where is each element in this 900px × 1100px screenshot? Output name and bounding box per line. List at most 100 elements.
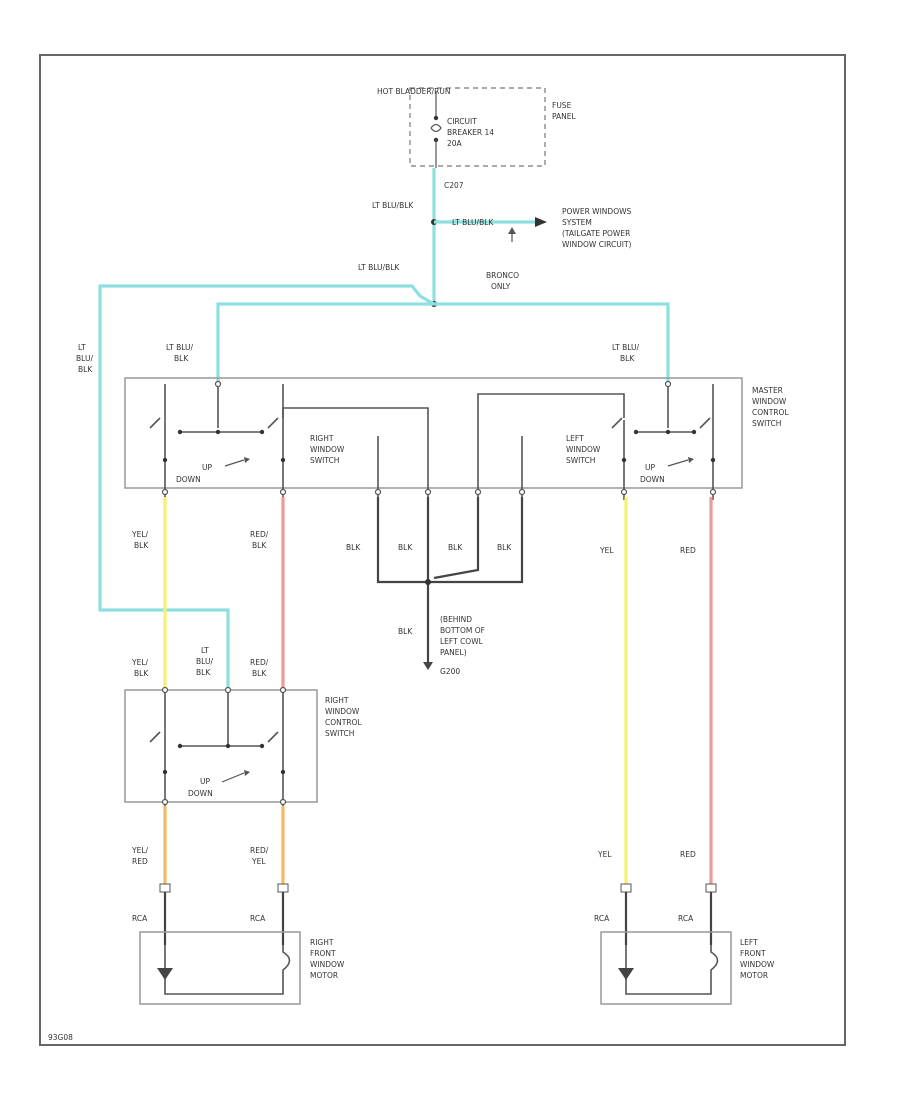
master-title-4: SWITCH bbox=[752, 419, 781, 428]
fuse-panel-label-2: PANEL bbox=[552, 112, 577, 121]
rs-red-blk-2: BLK bbox=[252, 669, 267, 678]
lm-title-4: MOTOR bbox=[740, 971, 768, 980]
master-title-3: CONTROL bbox=[752, 408, 789, 417]
left-window-switch-1: LEFT bbox=[566, 434, 584, 443]
feed-wire-label-top: LT BLU/BLK bbox=[372, 201, 414, 210]
master-left-down: DOWN bbox=[176, 475, 201, 484]
rs-lt-2: BLU/ bbox=[196, 657, 213, 666]
arrow-up-icon bbox=[508, 227, 516, 234]
bronco-only-2: ONLY bbox=[491, 282, 511, 291]
bronco-only-1: BRONCO bbox=[486, 271, 519, 280]
arrow-right-icon bbox=[535, 217, 547, 227]
rs-red-blk-1: RED/ bbox=[250, 658, 269, 667]
lm-title-2: FRONT bbox=[740, 949, 766, 958]
connector-right-motor: RCA RCA bbox=[132, 883, 289, 945]
master-title-1: MASTER bbox=[752, 386, 783, 395]
rca-label-1: RCA bbox=[132, 914, 148, 923]
side-wire-label-3: BLK bbox=[78, 365, 93, 374]
right-window-control-switch: YEL/ BLK LT BLU/ BLK RED/ BLK RIGHT WIND… bbox=[124, 646, 362, 812]
connector-left-motor: RCA RCA bbox=[594, 883, 717, 945]
feed-wire-label-mid: LT BLU/BLK bbox=[358, 263, 400, 272]
side-wire-label-2: BLU/ bbox=[76, 354, 93, 363]
rm-title-3: WINDOW bbox=[310, 960, 345, 969]
breaker-label-2: BREAKER 14 bbox=[447, 128, 494, 137]
master-left-feed-2: BLK bbox=[174, 354, 189, 363]
breaker-label-3: 20A bbox=[447, 139, 463, 148]
master-right-down: DOWN bbox=[640, 475, 665, 484]
rm-title-1: RIGHT bbox=[310, 938, 334, 947]
rs-title-2: WINDOW bbox=[325, 707, 360, 716]
right-front-window-motor: RIGHT FRONT WINDOW MOTOR bbox=[139, 931, 345, 1005]
rs-lt-1: LT bbox=[201, 646, 209, 655]
other-system-2: SYSTEM bbox=[562, 218, 592, 227]
wire-yel-blk-top-2: BLK bbox=[134, 541, 149, 550]
diagram-frame bbox=[39, 54, 846, 1046]
wire-red-yel-1: RED/ bbox=[250, 846, 269, 855]
ground-harness: BLK BLK BLK BLK BLK (BEHIND BOTTOM OF LE… bbox=[346, 497, 524, 676]
wire-yel-red-2: RED bbox=[132, 857, 148, 866]
motor-icon-left bbox=[618, 968, 634, 980]
wire-red-bottom: RED bbox=[680, 850, 696, 859]
left-window-switch-3: SWITCH bbox=[566, 456, 595, 465]
wire-red-left: RED bbox=[680, 546, 696, 555]
ground-icon bbox=[423, 662, 433, 670]
branch-wire-label: LT BLU/BLK bbox=[452, 218, 494, 227]
rs-title-4: SWITCH bbox=[325, 729, 354, 738]
blk-label-4: BLK bbox=[497, 543, 512, 552]
wire-yel-left: YEL bbox=[599, 546, 614, 555]
wire-red-blk-top-2: BLK bbox=[252, 541, 267, 550]
ground-loc-3: LEFT COWL bbox=[440, 637, 484, 646]
blk-label-2: BLK bbox=[398, 543, 413, 552]
ground-loc-1: (BEHIND bbox=[440, 615, 472, 624]
fuse-panel: HOT BLADDER/RUN FUSE PANEL CIRCUIT BREAK… bbox=[377, 87, 577, 168]
rs-title-1: RIGHT bbox=[325, 696, 349, 705]
rs-yel-blk-2: BLK bbox=[134, 669, 149, 678]
rs-title-3: CONTROL bbox=[325, 718, 362, 727]
rs-yel-blk-1: YEL/ bbox=[131, 658, 148, 667]
other-system-4: WINDOW CIRCUIT) bbox=[562, 240, 632, 249]
rm-title-2: FRONT bbox=[310, 949, 336, 958]
wire-red-yel-2: YEL bbox=[251, 857, 266, 866]
master-left-up: UP bbox=[202, 463, 212, 472]
rs-down: DOWN bbox=[188, 789, 213, 798]
master-right-feed-1: LT BLU/ bbox=[612, 343, 640, 352]
rm-title-4: MOTOR bbox=[310, 971, 338, 980]
right-window-switch-1: RIGHT bbox=[310, 434, 334, 443]
master-right-up: UP bbox=[645, 463, 655, 472]
master-window-control-switch: MASTER WINDOW CONTROL SWITCH UP DOWN RIG… bbox=[124, 377, 789, 500]
wire-yel-bottom: YEL bbox=[597, 850, 612, 859]
blk-label-1: BLK bbox=[346, 543, 361, 552]
wire-red-blk-top-1: RED/ bbox=[250, 530, 269, 539]
blk-label-3: BLK bbox=[448, 543, 463, 552]
rca-label-2: RCA bbox=[250, 914, 266, 923]
left-front-window-motor: LEFT FRONT WINDOW MOTOR bbox=[600, 931, 775, 1005]
left-window-switch-2: WINDOW bbox=[566, 445, 601, 454]
rs-up: UP bbox=[200, 777, 210, 786]
ground-loc-2: BOTTOM OF bbox=[440, 626, 485, 635]
master-right-feed-2: BLK bbox=[620, 354, 635, 363]
circuit-breaker-icon bbox=[430, 92, 442, 168]
hot-label: HOT BLADDER/RUN bbox=[377, 87, 450, 96]
lm-title-1: LEFT bbox=[740, 938, 758, 947]
rca-label-4: RCA bbox=[678, 914, 694, 923]
ground-loc-4: PANEL) bbox=[440, 648, 467, 657]
lm-title-3: WINDOW bbox=[740, 960, 775, 969]
fuse-panel-label-1: FUSE bbox=[552, 101, 572, 110]
breaker-label-1: CIRCUIT bbox=[447, 117, 477, 126]
motor-icon bbox=[157, 968, 173, 980]
wire-yel-blk-top-1: YEL/ bbox=[131, 530, 148, 539]
splice-label: C207 bbox=[444, 181, 464, 190]
wire-yel-red-1: YEL/ bbox=[131, 846, 148, 855]
side-wire-label-1: LT bbox=[78, 343, 86, 352]
rca-label-3: RCA bbox=[594, 914, 610, 923]
master-left-feed-1: LT BLU/ bbox=[166, 343, 194, 352]
right-window-switch-3: SWITCH bbox=[310, 456, 339, 465]
rs-lt-3: BLK bbox=[196, 668, 211, 677]
master-title-2: WINDOW bbox=[752, 397, 787, 406]
figure-id: 93G08 bbox=[48, 1033, 73, 1042]
right-window-switch-2: WINDOW bbox=[310, 445, 345, 454]
other-system-1: POWER WINDOWS bbox=[562, 207, 632, 216]
ground-loc-5: G200 bbox=[440, 667, 460, 676]
blk-label-5: BLK bbox=[398, 627, 413, 636]
